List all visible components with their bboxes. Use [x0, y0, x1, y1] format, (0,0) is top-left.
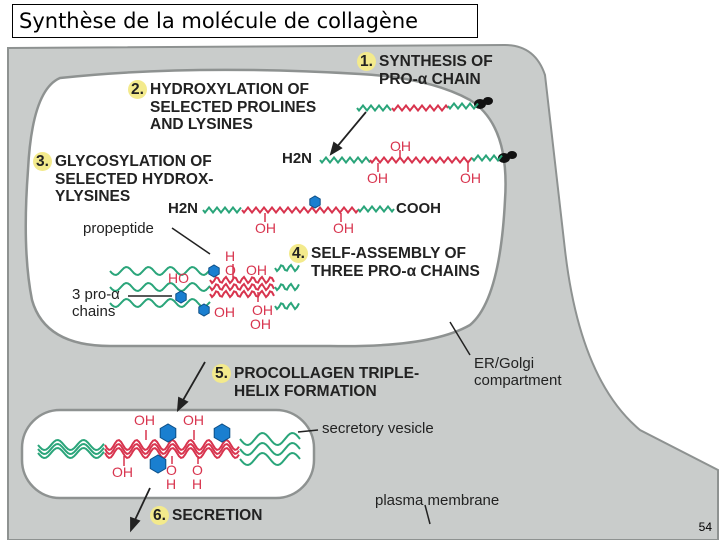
process-arrows — [130, 111, 367, 533]
sugar-hexagon-icon — [213, 423, 231, 443]
hydroxyl-label: OH — [367, 170, 388, 186]
step-5-badge: 5. — [212, 364, 231, 383]
amino-terminus-label-2: H2N — [168, 200, 199, 217]
sugar-hexagon-icon — [175, 290, 187, 304]
hydroxyl-label: OH — [333, 220, 354, 236]
step-3-badge: 3. — [33, 152, 52, 171]
hydrogen-label: H — [192, 476, 203, 492]
hydroxyl-label: OH — [183, 412, 204, 428]
hydroxylated-chain-propeptide — [319, 155, 371, 165]
step-6-label: 6.SECRETION — [150, 506, 262, 525]
hydroxylated-chain-helix — [369, 155, 473, 165]
hydroxyl-label: OH — [252, 302, 273, 318]
amino-terminus-label: H2N — [282, 150, 313, 167]
chains-group — [37, 101, 503, 474]
step-5-label: 5.PROCOLLAGEN TRIPLE-HELIX FORMATION — [212, 364, 419, 400]
step-2-badge: 2. — [128, 80, 147, 99]
procollagen-propeptide-n — [37, 438, 105, 452]
procollagen-triple-helix — [104, 442, 240, 456]
pro-alpha-chain-propeptide — [356, 103, 392, 113]
pro-alpha-chain-propeptide — [447, 101, 479, 111]
assembly-propeptide-c — [274, 263, 300, 273]
procollagen-propeptide-n — [37, 446, 105, 460]
assembly-propeptide-c — [274, 282, 300, 292]
procollagen-propeptide-n — [37, 442, 105, 456]
step-1-badge: 1. — [357, 52, 376, 71]
sugar-hexagon-icon — [149, 454, 167, 474]
glycosylated-chain-helix — [241, 205, 359, 215]
oxygen-label: O — [225, 262, 236, 278]
plasma-membrane-label: plasma membrane — [375, 492, 500, 509]
carboxy-terminus-label: COOH — [396, 200, 441, 217]
hydroxyl-label: OH — [250, 316, 271, 332]
page-title: Synthèse de la molécule de collagène — [12, 4, 478, 38]
oxygen-label: O — [192, 462, 203, 478]
hydroxylated-chain-propeptide — [471, 153, 503, 163]
assembly-helix — [209, 275, 275, 285]
step-4-badge: 4. — [289, 244, 308, 263]
hydroxyl-label: OH — [390, 138, 411, 154]
hydroxyl-label: OH — [246, 262, 267, 278]
sugar-hexagon-icon — [309, 195, 321, 209]
assembly-propeptide-n — [109, 265, 211, 277]
hydroxyl-label: OH — [460, 170, 481, 186]
sugar-hexagon-icon — [159, 423, 177, 443]
procollagen-propeptide-c — [239, 451, 301, 467]
pointer-lines — [128, 227, 471, 525]
hydroxyl-label: OH — [134, 412, 155, 428]
oxygen-label: O — [166, 462, 177, 478]
assembly-helix — [209, 282, 275, 292]
secretory-vesicle-label: secretory vesicle — [322, 420, 434, 437]
sugar-hexagon-icon — [198, 303, 210, 317]
step-6-badge: 6. — [150, 506, 169, 525]
assembly-propeptide-n — [109, 297, 211, 309]
ribosome-icon — [474, 97, 517, 163]
hydrogen-label: H — [225, 248, 236, 264]
procollagen-propeptide-c — [239, 441, 301, 457]
hydroxyl-label: OH — [112, 464, 133, 480]
assembly-propeptide-c — [274, 301, 300, 311]
glycosylated-chain-propeptide — [357, 204, 395, 214]
procollagen-triple-helix — [104, 446, 240, 460]
glycosylated-chain-propeptide — [202, 205, 242, 215]
procollagen-triple-helix — [104, 438, 240, 452]
sugar-hexagon-icon — [208, 264, 220, 278]
hydroxyl-label-ho: HO — [168, 270, 189, 286]
hydroxyl-label: OH — [255, 220, 276, 236]
hydroxyl-label: OH — [214, 304, 235, 320]
page-number: 54 — [698, 520, 712, 534]
assembly-helix — [209, 289, 275, 299]
propeptide-label: propeptide — [83, 220, 154, 237]
hydrogen-label: H — [166, 476, 177, 492]
assembly-propeptide-n — [109, 281, 211, 293]
pro-alpha-chain-helix — [391, 103, 449, 113]
procollagen-propeptide-c — [239, 431, 301, 447]
